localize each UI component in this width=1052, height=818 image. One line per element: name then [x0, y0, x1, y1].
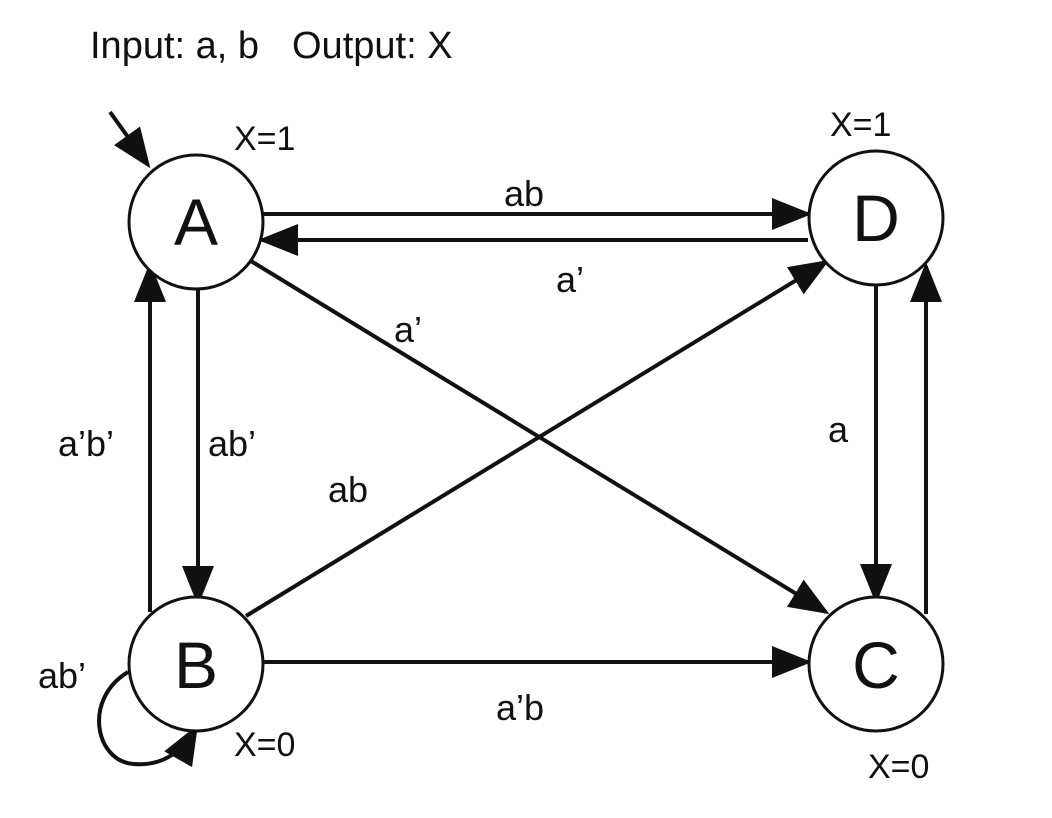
state-b-name: B — [174, 628, 218, 702]
state-c-name: C — [852, 628, 900, 702]
label-d-to-a: a’ — [556, 259, 584, 300]
label-a-to-d: ab — [504, 173, 544, 214]
edge-a-to-c — [244, 256, 830, 615]
label-d-to-c: a — [828, 409, 849, 450]
state-c-output: X=0 — [868, 748, 929, 786]
state-a-circle — [127, 153, 265, 291]
edge-b-to-d — [244, 259, 830, 618]
state-c-circle — [807, 595, 945, 733]
edge-b-self-loop — [97, 670, 198, 768]
label-b-to-a: a’b’ — [58, 423, 114, 464]
state-d-output: X=1 — [830, 106, 891, 144]
label-a-to-b: ab’ — [208, 423, 256, 464]
state-a-output: X=1 — [234, 120, 295, 158]
state-d-circle — [807, 149, 945, 287]
state-d-name: D — [852, 181, 900, 255]
state-b-output: X=0 — [234, 726, 295, 764]
label-a-to-c: a’ — [394, 309, 422, 350]
label-b-to-c: a’b — [496, 687, 544, 728]
label-b-self: ab’ — [38, 655, 86, 696]
header-input-label: Input: a, b — [90, 25, 259, 67]
initial-state-arrow — [108, 110, 151, 169]
state-b-circle — [127, 595, 265, 733]
header-output-label: Output: X — [292, 25, 453, 67]
state-a-name: A — [174, 185, 218, 259]
label-b-to-d: ab — [328, 469, 368, 510]
